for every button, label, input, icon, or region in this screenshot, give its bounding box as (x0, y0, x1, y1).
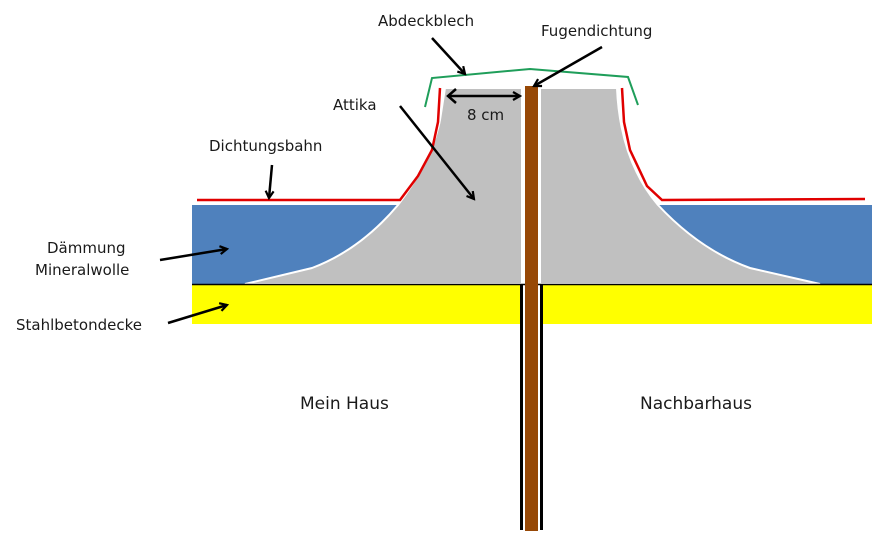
label-abdeckblech: Abdeckblech (378, 12, 474, 30)
arrow-stahlbetondecke (167, 305, 227, 325)
arrow-dichtungsbahn (269, 164, 272, 198)
arrow-attika (399, 105, 474, 199)
label-mein-haus: Mein Haus (300, 394, 389, 414)
label-mineralwolle: Mineralwolle (35, 261, 129, 279)
label-nachbarhaus: Nachbarhaus (640, 394, 752, 414)
arrow-abdeckblech (431, 37, 465, 74)
arrow-fugendichtung (534, 45, 603, 86)
concrete-slab-left (192, 285, 522, 324)
concrete-slab-right (541, 285, 872, 324)
label-daemmung: Dämmung (47, 239, 126, 257)
arrow-daemmung (159, 249, 227, 262)
membrane-left (197, 87, 442, 202)
dimension-arrow-head-left (446, 88, 457, 104)
joint-seal (525, 86, 538, 531)
attika-right (539, 87, 821, 285)
label-stahlbetondecke: Stahlbetondecke (16, 316, 142, 334)
label-attika: Attika (333, 96, 377, 114)
cover-sheet (424, 67, 639, 108)
label-dimension: 8 cm (467, 106, 504, 124)
label-dichtungsbahn: Dichtungsbahn (209, 137, 322, 155)
membrane-right (620, 87, 866, 202)
label-fugendichtung: Fugendichtung (541, 22, 652, 40)
